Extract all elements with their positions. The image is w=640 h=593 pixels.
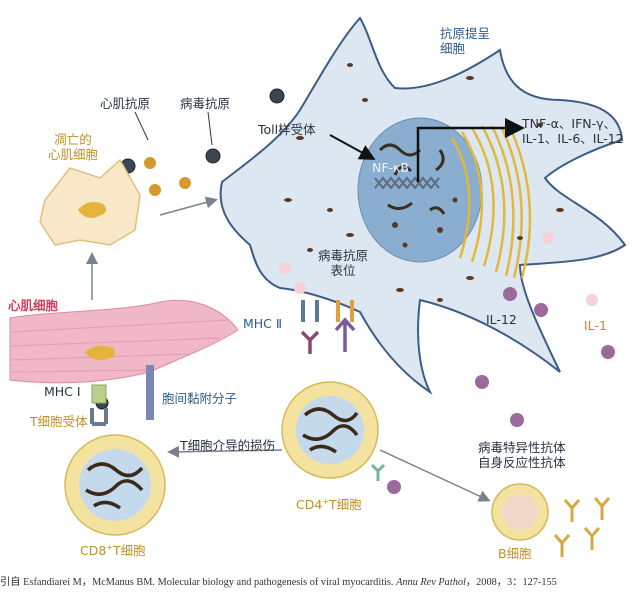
label-cd4: CD4+T细胞	[296, 494, 362, 512]
injury-arrow	[167, 445, 283, 458]
viral-antigen-pointer	[207, 111, 213, 146]
cd8-chromatin	[85, 462, 144, 510]
apoptotic-nucleus	[78, 202, 107, 218]
cd4-sup: +	[322, 497, 330, 506]
label-il1: IL-1	[584, 318, 607, 333]
label-cd8: CD8+T细胞	[80, 540, 146, 558]
label-apc: 抗原提呈 细胞	[440, 26, 491, 56]
endoplasmic-reticulum	[450, 125, 532, 279]
cd4-text: CD4	[296, 497, 323, 513]
mhc1-molecule	[91, 384, 107, 404]
label-nfkb: NF-κB	[372, 160, 409, 175]
apc-granules	[284, 63, 564, 302]
cd8-text: CD8	[80, 543, 107, 559]
cd4-suffix: T细胞	[329, 497, 362, 513]
label-mhc2: MHC Ⅱ	[243, 316, 283, 331]
label-viral-antigen: 病毒抗原	[180, 96, 231, 111]
b-cell-nucleus	[502, 494, 538, 530]
label-mhc1: MHC Ⅰ	[44, 384, 81, 399]
mhc2-molecule-1	[301, 300, 319, 322]
label-t-injury: T细胞介导的损伤	[180, 438, 276, 453]
cytokine-output-arrow	[416, 118, 525, 182]
label-il12: IL-12	[486, 312, 517, 327]
label-cardiac-antigen: 心肌抗原	[100, 96, 151, 111]
cd4-tcr	[370, 463, 386, 481]
cytokine-circles	[279, 232, 615, 494]
mhc2-molecule-2	[336, 300, 354, 322]
tcr-molecule	[90, 408, 108, 426]
apc-chromatin	[378, 143, 446, 215]
cd4-chromatin	[302, 407, 359, 454]
tcr-cd4-2	[334, 317, 356, 352]
label-cardiomyocyte: 心肌细胞	[8, 298, 59, 313]
cd8-suffix: T细胞	[113, 543, 146, 559]
label-toll-receptor: Toll样受体	[258, 122, 316, 137]
label-antigen-presentation: 病毒抗原 表位	[318, 248, 369, 278]
label-apoptotic-cell: 凋亡的 心肌细胞	[48, 132, 99, 162]
antibodies	[553, 497, 611, 557]
apc-nucleus	[357, 117, 483, 263]
antigen-uptake-arrow	[159, 196, 218, 216]
toll-signal-arrow	[329, 134, 376, 160]
tcr-cd4-1	[300, 330, 320, 354]
label-cytokines: TNF-α、IFN-γ、 IL-1、IL-6、IL-12	[522, 116, 624, 146]
cd4-to-bcell-arrow	[379, 449, 491, 502]
citation-journal: Annu Rev Pathol	[396, 577, 466, 588]
cardiomyocyte-nucleus	[85, 345, 115, 361]
cd8-sup: +	[106, 543, 114, 552]
dna-helix	[374, 176, 440, 190]
citation-prefix: 引自 Esfandiarei M，McManus BM. Molecular b…	[0, 577, 397, 588]
label-antibodies: 病毒特异性抗体 自身反应性抗体	[478, 440, 566, 470]
label-bcell: B细胞	[498, 546, 532, 561]
adhesion-molecule	[146, 365, 154, 420]
citation-suffix: ，2008，3：127-155	[465, 577, 557, 588]
cardiac-antigen-pointer	[134, 111, 149, 141]
dna-helix-strand	[374, 176, 440, 190]
label-tcr: T细胞受体	[30, 414, 88, 429]
citation: 引自 Esfandiarei M，McManus BM. Molecular b…	[0, 573, 640, 588]
label-adhesion: 胞间黏附分子	[162, 391, 238, 406]
